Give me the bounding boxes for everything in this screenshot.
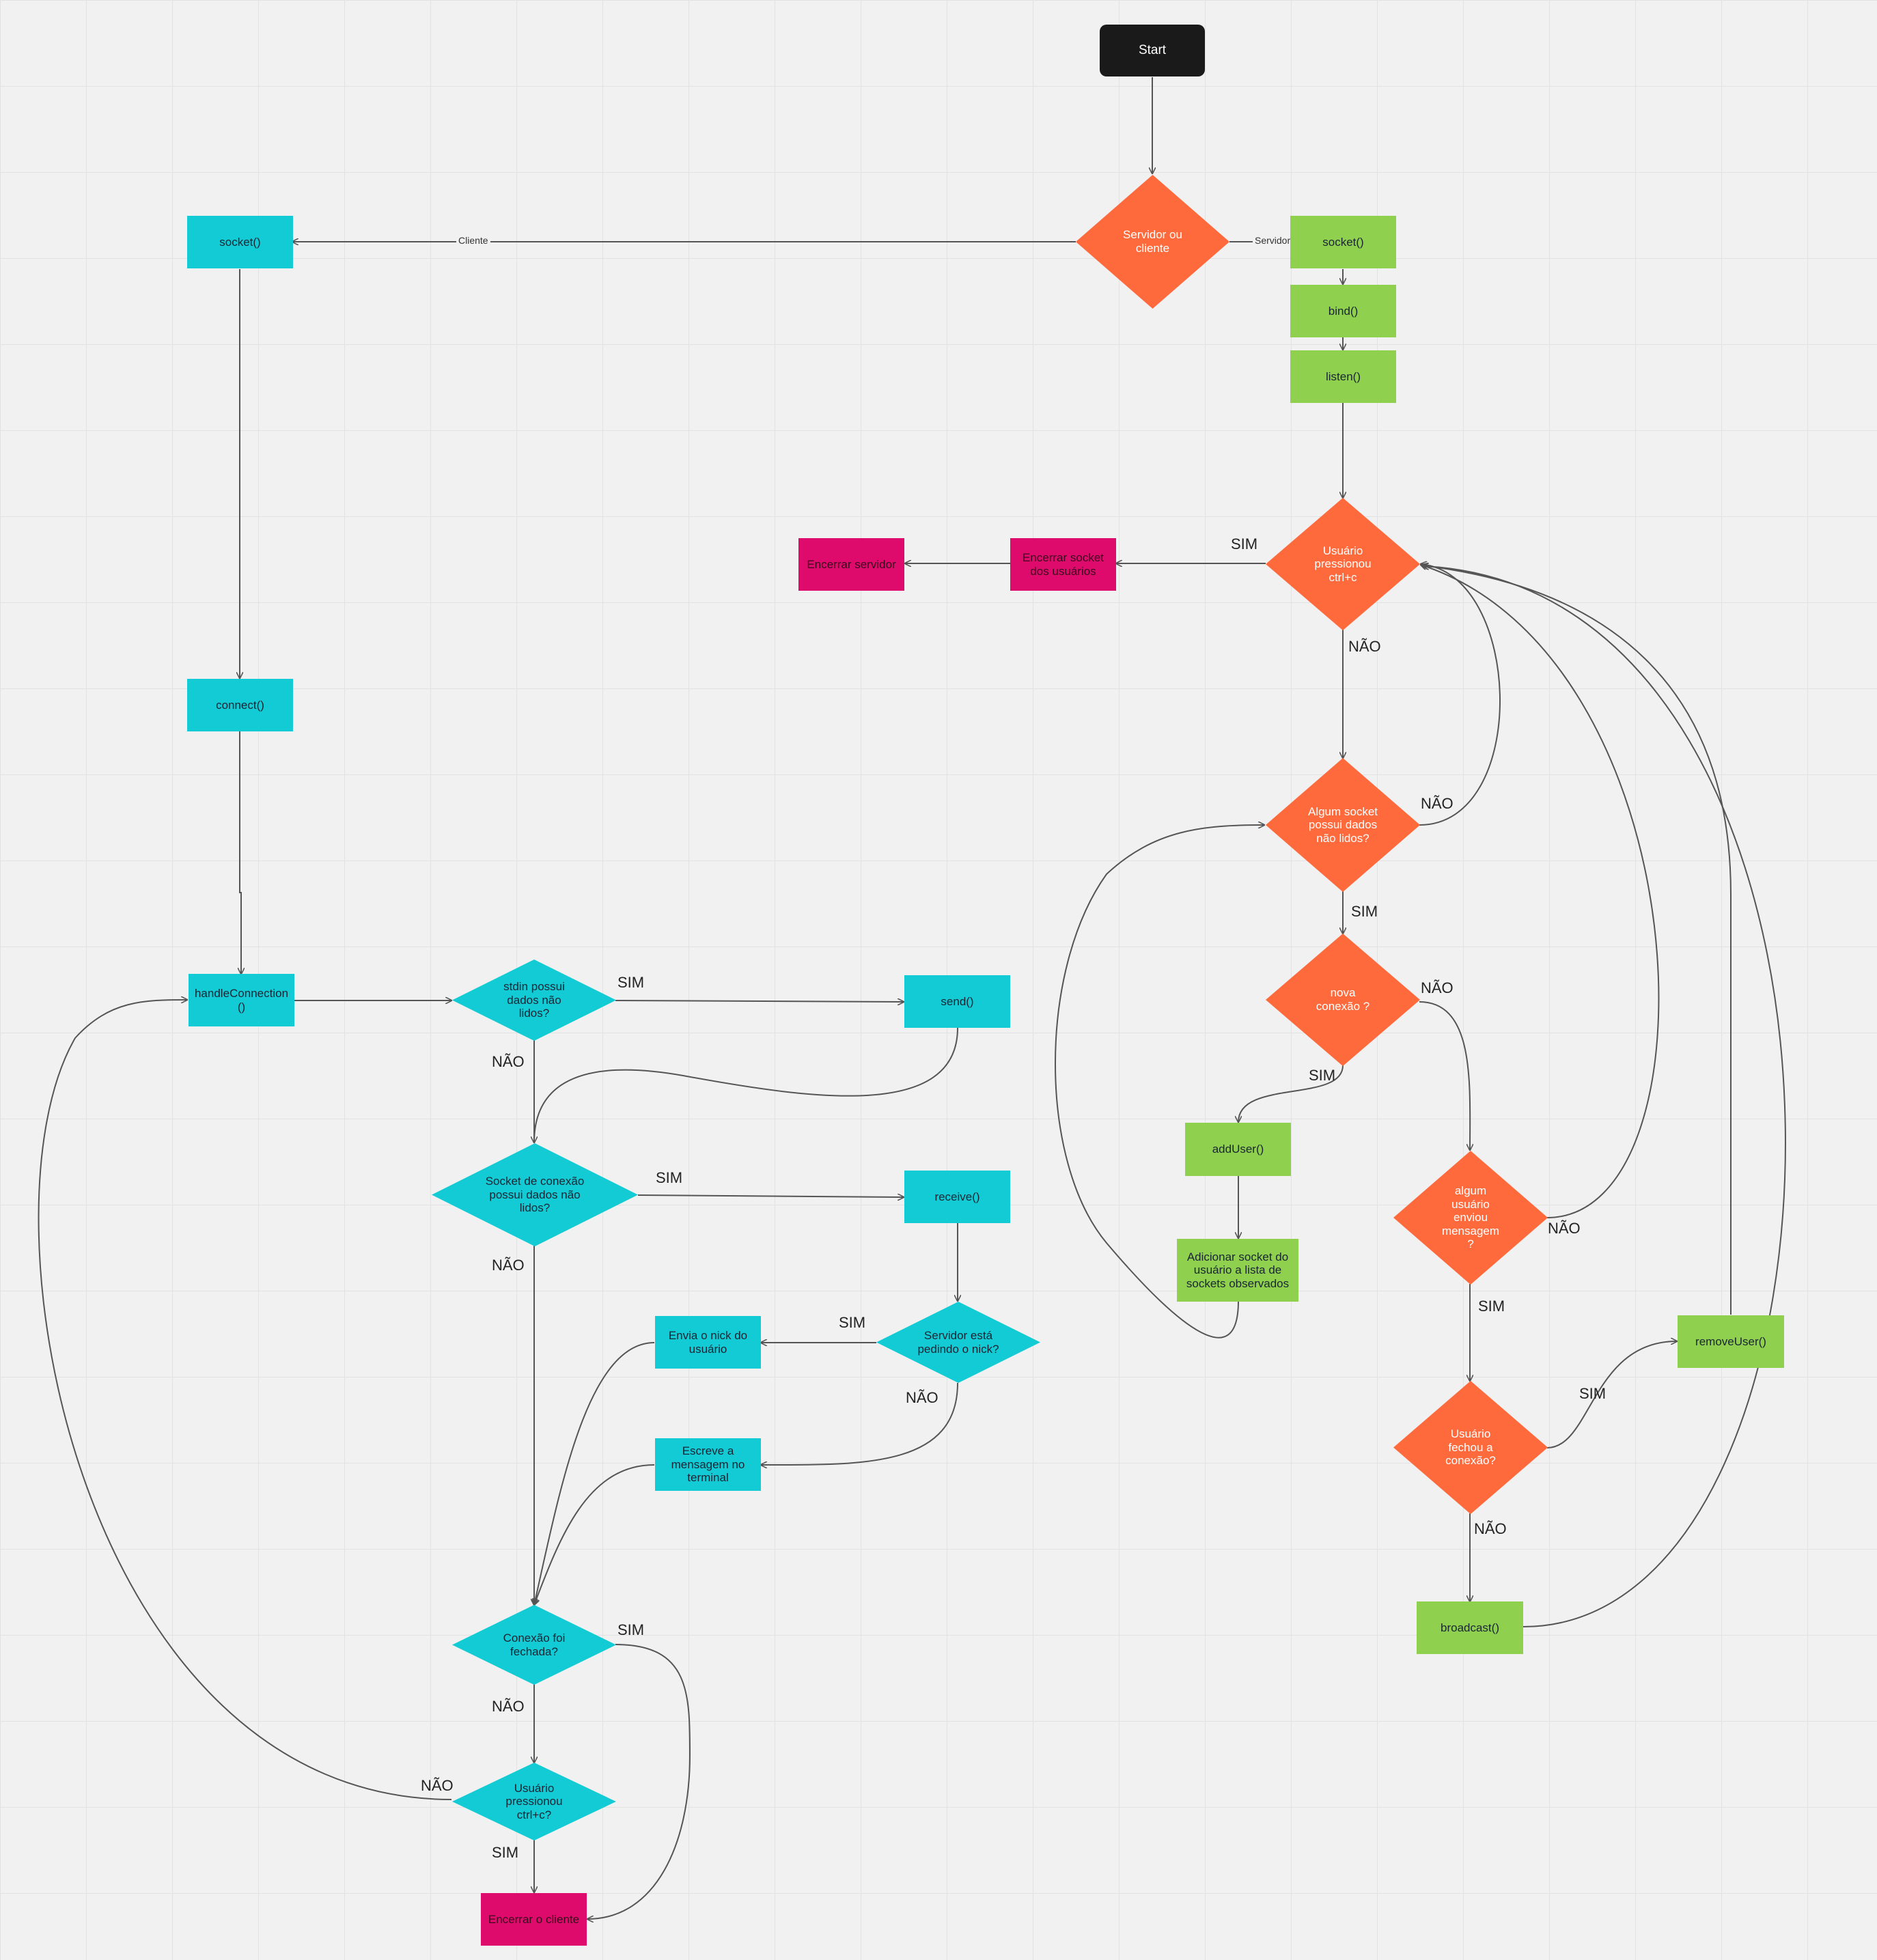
label-fechou-nao: NÃO — [1474, 1520, 1507, 1537]
handleconnection-label: handleConnection() — [194, 986, 289, 1013]
decision-algum-socket-label: Algum socket possui dados não lidos? — [1307, 804, 1378, 845]
adduser-label: addUser() — [1212, 1143, 1264, 1156]
broadcast-node[interactable]: broadcast() — [1417, 1601, 1523, 1654]
start-node[interactable]: Start — [1100, 25, 1205, 76]
decision-servidor-nick[interactable]: Servidor está pedindo o nick? — [876, 1302, 1040, 1383]
decision-algum-socket[interactable]: Algum socket possui dados não lidos? — [1266, 758, 1420, 892]
server-listen-label: listen() — [1325, 369, 1361, 383]
encerrar-cliente-node[interactable]: Encerrar o cliente — [481, 1893, 587, 1946]
encerrar-socket-node[interactable]: Encerrar socket dos usuários — [1010, 538, 1116, 591]
decision-socket-conexao-label: Socket de conexão possui dados não lidos… — [485, 1175, 585, 1215]
edge-escreve-down — [534, 1464, 655, 1605]
edge-remove-loop — [1422, 565, 1732, 1315]
edge-label-servidor: Servidor — [1253, 235, 1293, 246]
decision-client-ctrlc-label: Usuário pressionou ctrl+c? — [505, 1781, 563, 1821]
edge-algum-nao — [1419, 564, 1501, 826]
edge-conexao-sim — [637, 1195, 904, 1197]
escreve-mensagem-label: Escreve a mensagem no terminal — [671, 1444, 745, 1485]
label-nick-sim: SIM — [839, 1314, 866, 1331]
label-algum-sim: SIM — [1351, 903, 1378, 920]
decision-fechou-conexao[interactable]: Usuário fechou a conexão? — [1393, 1381, 1548, 1514]
label-nova-sim: SIM — [1309, 1067, 1336, 1084]
label-conexao-nao: NÃO — [492, 1257, 525, 1274]
edge-fechada-sim — [587, 1644, 691, 1919]
encerrar-servidor-label: Encerrar servidor — [807, 557, 896, 571]
edge-adicionar-loop — [1055, 825, 1264, 1339]
edge-nick-nao — [761, 1382, 958, 1465]
removeuser-label: removeUser() — [1695, 1334, 1766, 1348]
label-ctrlc-nao: NÃO — [1348, 638, 1381, 655]
server-bind-label: bind() — [1328, 304, 1359, 318]
label-fechada-sim: SIM — [617, 1621, 645, 1638]
edge-fechou-sim — [1546, 1341, 1677, 1448]
decision-conexao-fechada-label: Conexão foi fechada? — [503, 1631, 566, 1658]
label-fechou-sim: SIM — [1579, 1385, 1607, 1402]
send-label: send() — [941, 994, 974, 1008]
decision-server-ctrlc[interactable]: Usuário pressionou ctrl+c — [1266, 498, 1420, 630]
label-cli-ctrlc-sim: SIM — [492, 1844, 519, 1861]
edge-send-back — [533, 1027, 958, 1143]
decision-algum-usuario[interactable]: algum usuário enviou mensagem ? — [1393, 1151, 1548, 1285]
decision-algum-usuario-label: algum usuário enviou mensagem ? — [1441, 1184, 1500, 1251]
envia-nick-label: Envia o nick do usuário — [668, 1328, 748, 1356]
server-listen-node[interactable]: listen() — [1290, 350, 1396, 403]
decision-nova-conexao[interactable]: nova conexão ? — [1266, 934, 1420, 1066]
edge-nova-nao — [1419, 1001, 1470, 1150]
decision-nova-conexao-label: nova conexão ? — [1316, 986, 1370, 1013]
encerrar-cliente-label: Encerrar o cliente — [488, 1912, 580, 1926]
client-socket-node[interactable]: socket() — [187, 216, 293, 268]
decision-servidor-ou-cliente-label: Servidor ou cliente — [1123, 228, 1182, 255]
receive-label: receive() — [934, 1190, 980, 1203]
decision-fechou-conexao-label: Usuário fechou a conexão? — [1445, 1427, 1496, 1468]
escreve-mensagem-node[interactable]: Escreve a mensagem no terminal — [655, 1438, 761, 1491]
decision-servidor-nick-label: Servidor está pedindo o nick? — [917, 1328, 999, 1356]
label-ctrlc-sim: SIM — [1231, 535, 1258, 552]
edge-envia-down — [534, 1342, 655, 1605]
label-cli-ctrlc-nao: NÃO — [421, 1777, 454, 1794]
label-fechada-nao: NÃO — [492, 1698, 525, 1715]
client-connect-node[interactable]: connect() — [187, 679, 293, 731]
label-stdin-sim: SIM — [617, 974, 645, 991]
encerrar-socket-label: Encerrar socket dos usuários — [1022, 550, 1104, 578]
label-nick-nao: NÃO — [906, 1389, 938, 1406]
label-usuario-sim: SIM — [1478, 1298, 1505, 1315]
edge-label-cliente: Cliente — [456, 235, 490, 246]
edge-usuario-nao — [1421, 565, 1660, 1218]
send-node[interactable]: send() — [904, 975, 1010, 1028]
handleconnection-node[interactable]: handleConnection() — [189, 974, 294, 1026]
server-socket-node[interactable]: socket() — [1290, 216, 1396, 268]
encerrar-servidor-node[interactable]: Encerrar servidor — [798, 538, 904, 591]
receive-node[interactable]: receive() — [904, 1171, 1010, 1223]
client-socket-label: socket() — [219, 235, 261, 249]
start-label: Start — [1138, 43, 1167, 58]
server-socket-label: socket() — [1322, 235, 1364, 249]
decision-stdin-label: stdin possui dados não lidos? — [503, 980, 565, 1020]
label-stdin-nao: NÃO — [492, 1053, 525, 1070]
decision-conexao-fechada[interactable]: Conexão foi fechada? — [452, 1605, 616, 1685]
removeuser-node[interactable]: removeUser() — [1678, 1315, 1784, 1368]
edge-broadcast-loop — [1423, 566, 1786, 1627]
label-conexao-sim: SIM — [656, 1169, 683, 1186]
server-bind-node[interactable]: bind() — [1290, 285, 1396, 337]
adicionar-socket-label: Adicionar socket do usuário a lista de s… — [1186, 1250, 1290, 1290]
edge-cli-ctrlc-nao — [38, 1000, 452, 1800]
decision-client-ctrlc[interactable]: Usuário pressionou ctrl+c? — [452, 1763, 616, 1840]
edge-cli-connect-handle — [240, 731, 241, 974]
decision-server-ctrlc-label: Usuário pressionou ctrl+c — [1314, 544, 1372, 584]
edge-nova-sim — [1238, 1065, 1344, 1122]
adicionar-socket-node[interactable]: Adicionar socket do usuário a lista de s… — [1177, 1239, 1298, 1302]
adduser-node[interactable]: addUser() — [1185, 1123, 1291, 1176]
label-usuario-nao: NÃO — [1548, 1220, 1581, 1237]
edge-stdin-sim — [615, 1000, 904, 1002]
label-algum-nao: NÃO — [1421, 795, 1454, 812]
decision-servidor-ou-cliente[interactable]: Servidor ou cliente — [1076, 175, 1229, 309]
decision-stdin[interactable]: stdin possui dados não lidos? — [452, 960, 616, 1041]
client-connect-label: connect() — [216, 698, 264, 712]
label-nova-nao: NÃO — [1421, 979, 1454, 996]
envia-nick-node[interactable]: Envia o nick do usuário — [655, 1316, 761, 1369]
decision-socket-conexao[interactable]: Socket de conexão possui dados não lidos… — [432, 1143, 638, 1246]
broadcast-label: broadcast() — [1441, 1621, 1499, 1634]
